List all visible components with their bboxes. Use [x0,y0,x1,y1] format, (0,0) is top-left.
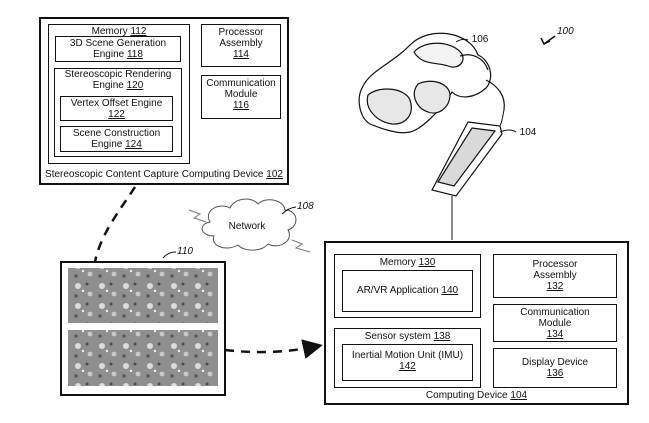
device-comm-label: Communication Module 134 [520,307,590,340]
stereo-render-engine-label: Stereoscopic Rendering Engine 120 [64,69,172,91]
vertex-offset-engine-box [60,96,173,121]
capture-comm-box [201,75,281,119]
device-processor-label: Processor Assembly 132 [532,259,578,292]
device-memory-label: Memory 130 [379,257,436,268]
phone-drawing [431,121,503,197]
capture-device-label: Stereoscopic Content Capture Computing D… [45,169,283,180]
capture-comm-label: Communication Module 116 [206,78,276,111]
arvr-app-label: AR/VR Application 140 [356,285,459,296]
stereo-image-top [68,268,218,323]
device-comm-box [493,304,617,342]
display-device-box [493,348,617,388]
capture-memory-label: Memory 112 [91,26,147,37]
vr-headset-drawing [358,32,505,134]
stereo-image-bottom [68,330,218,386]
scene-gen-engine-box [55,36,181,62]
headset-ref: 106 [471,34,489,45]
network-label: Network [228,221,266,232]
scene-gen-engine-label: 3D Scene Generation Engine 118 [69,38,167,60]
imu-box [342,344,473,381]
scene-construct-engine-label: Scene Construction Engine 124 [72,128,161,150]
image-to-device-arrow [224,339,323,359]
network-ref: 108 [297,201,314,212]
arvr-app-box [342,270,473,312]
network-cloud [201,198,297,251]
image-ref: 110 [177,246,193,257]
capture-processor-box [201,24,281,67]
sensor-system-label: Sensor system 138 [364,331,451,342]
vertex-offset-engine-label: Vertex Offset Engine 122 [70,98,163,120]
scene-construct-engine-box [60,126,173,152]
capture-processor-label: Processor Assembly 114 [218,27,264,60]
capture-to-image-link [93,186,137,263]
computing-device-label: Computing Device 104 [425,390,528,401]
display-device-label: Display Device 136 [521,357,589,379]
device-processor-box [493,254,617,298]
phone-ref: 104 [519,127,537,138]
imu-label: Inertial Motion Unit (IMU) 142 [351,350,464,372]
figure-ref: 100 [557,26,574,37]
